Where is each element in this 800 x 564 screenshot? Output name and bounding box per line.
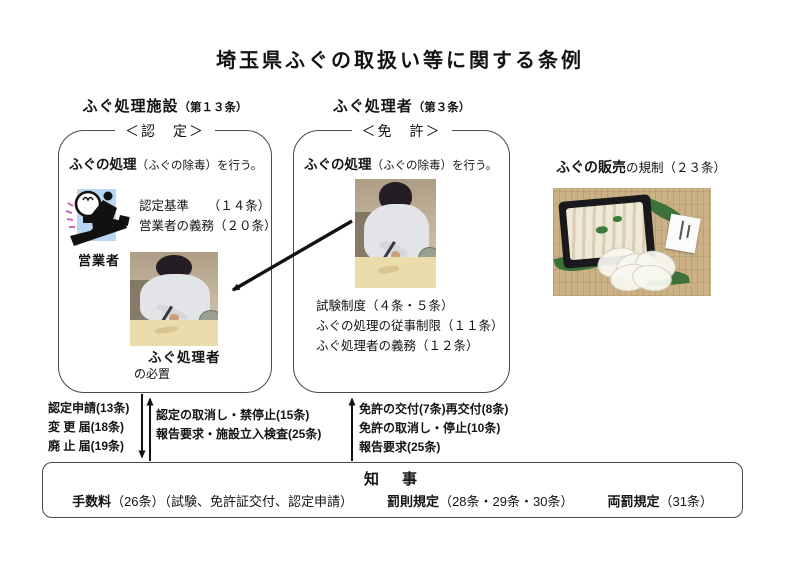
handler-box-title-article: （第３条） xyxy=(412,102,471,114)
governor-items: 手数料（26条）（試験、免許証交付、認定申請） 罰則規定（28条・29条・30条… xyxy=(43,491,742,510)
governor-item: 罰則規定（28条・29条・30条） xyxy=(387,491,573,510)
governor-item-rest: （31条） xyxy=(659,494,713,509)
sales-heading-bold: ふぐの販売 xyxy=(556,159,626,175)
facility-caption-rest: の必置 xyxy=(134,367,171,381)
governor-box: 知 事 手数料（26条）（試験、免許証交付、認定申請） 罰則規定（28条・29条… xyxy=(42,462,743,518)
fugu-sashimi-platter-photo xyxy=(553,188,711,296)
facility-submit-labels: 認定申請(13条) 変 更 届(18条) 廃 止 届(19条) xyxy=(48,399,129,456)
facility-action-line-2: 報告要求・施設立入検査(25条) xyxy=(156,427,322,441)
handler-items: 試験制度（４条・５条） ふぐの処理の従事制限（１１条） ふぐ処理者の義務（１２条… xyxy=(316,296,504,356)
handler-action-rest: （ふぐの除毒）を行う。 xyxy=(371,160,498,172)
governor-title: 知 事 xyxy=(363,471,421,488)
businessman-lightbulb-icon xyxy=(65,189,130,246)
sales-heading-rest: の規制（２３条） xyxy=(626,161,727,175)
fugu-processing-photo-handler xyxy=(355,179,436,288)
facility-box-title-article: （第１３条） xyxy=(178,102,248,114)
handler-action-line: 報告要求(25条) xyxy=(359,440,441,454)
facility-action-line-1: 認定の取消し・禁停止(15条) xyxy=(156,408,310,422)
governor-item-rest: （26条）（試験、免許証交付、認定申請） xyxy=(111,494,354,509)
facility-action-bold: ふぐの処理 xyxy=(69,157,137,172)
facility-action-labels: 認定の取消し・禁停止(15条) 報告要求・施設立入検査(25条) xyxy=(156,406,321,444)
facility-subtitle: ＜認 定＞ xyxy=(115,121,215,141)
facility-submit-line: 変 更 届(18条) xyxy=(48,420,125,434)
sales-heading: ふぐの販売の規制（２３条） xyxy=(556,157,726,177)
facility-action-rest: （ふぐの除毒）を行う。 xyxy=(136,160,263,172)
facility-photo-caption: ふぐ処理者 の必置 xyxy=(134,349,221,383)
governor-item: 両罰規定（31条） xyxy=(607,491,712,510)
facility-box-title: ふぐ処理施設（第１３条） xyxy=(58,95,272,116)
facility-submit-line: 認定申請(13条) xyxy=(48,401,130,415)
facility-caption-bold: ふぐ処理者 xyxy=(148,350,221,365)
operator-label: 営業者 xyxy=(77,253,120,268)
facility-item: 営業者の義務（２０条） xyxy=(139,219,277,233)
handler-item: ふぐ処理者の義務（１２条） xyxy=(316,339,479,353)
handler-action-line: ふぐの処理（ふぐの除毒）を行う。 xyxy=(304,153,497,174)
governor-item-rest: （28条・29条・30条） xyxy=(439,494,574,509)
facility-submit-line: 廃 止 届(19条) xyxy=(48,439,125,453)
page-title: 埼玉県ふぐの取扱い等に関する条例 xyxy=(216,50,584,72)
facility-box: ＜認 定＞ ふぐの処理（ふぐの除毒）を行う。 xyxy=(58,121,272,393)
facility-items: 認定基準 （１４条） 営業者の義務（２０条） xyxy=(139,196,277,236)
handler-item: 試験制度（４条・５条） xyxy=(316,299,454,313)
handler-subtitle: ＜免 許＞ xyxy=(351,121,452,141)
governor-item-bold: 両罰規定 xyxy=(607,494,660,509)
handler-action-line: 免許の交付(7条)再交付(8条) xyxy=(359,402,509,416)
handler-item: ふぐの処理の従事制限（１１条） xyxy=(316,319,504,333)
handler-action-line: 免許の取消し・停止(10条) xyxy=(359,421,501,435)
governor-item: 手数料（26条）（試験、免許証交付、認定申請） xyxy=(72,491,353,510)
fugu-processing-photo-facility xyxy=(130,252,218,346)
facility-box-title-main: ふぐ処理施設 xyxy=(82,98,179,115)
handler-action-bold: ふぐの処理 xyxy=(304,157,372,172)
facility-action-line: ふぐの処理（ふぐの除毒）を行う。 xyxy=(69,153,262,174)
facility-item: 認定基準 （１４条） xyxy=(139,199,271,213)
handler-box-title-main: ふぐ処理者 xyxy=(332,98,413,115)
governor-item-bold: 罰則規定 xyxy=(387,494,440,509)
handler-action-labels: 免許の交付(7条)再交付(8条) 免許の取消し・停止(10条) 報告要求(25条… xyxy=(359,400,508,457)
governor-item-bold: 手数料 xyxy=(72,494,112,509)
handler-box-title: ふぐ処理者（第３条） xyxy=(293,95,510,116)
